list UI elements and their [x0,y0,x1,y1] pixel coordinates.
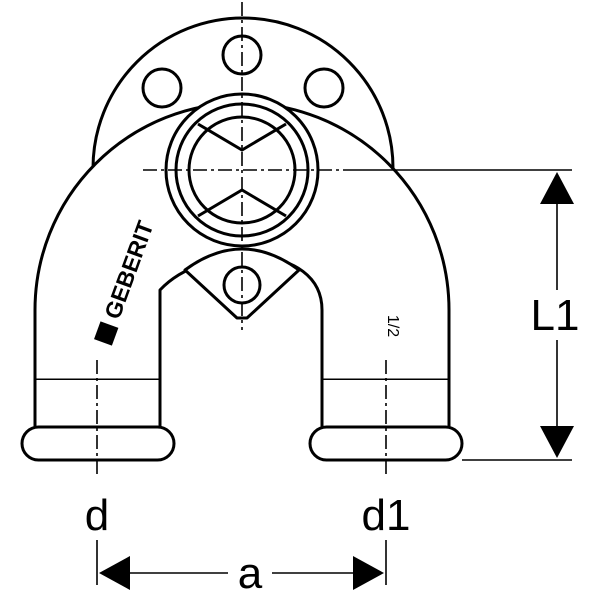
label-L1: L1 [531,291,580,340]
left-socket-bead [20,425,176,462]
arrowhead-up [540,172,574,204]
logo-square [94,321,119,346]
arrowhead-down [540,426,574,458]
flange-screw-hole [141,67,183,109]
size-marking: 1/2 [384,315,401,337]
flange-screw-hole [303,67,345,109]
dimension-line-L1 [540,172,574,458]
dimension-line-a [99,556,384,590]
center-lines [96,2,387,478]
arrowhead-left [99,556,130,590]
arrowhead-right [353,556,384,590]
label-d1: d1 [362,491,411,540]
label-d: d [85,491,109,540]
label-a: a [238,549,263,598]
extension-lines [96,169,572,585]
